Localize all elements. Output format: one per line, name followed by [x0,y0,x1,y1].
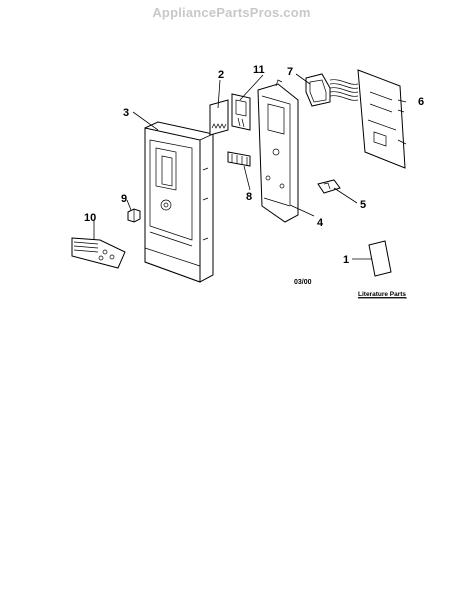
callout-8: 8 [246,191,252,203]
callout-1: 1 [343,254,349,266]
part-1-literature[interactable] [368,240,392,277]
callout-3: 3 [123,107,129,119]
part-5-clip[interactable] [317,179,341,194]
callout-9: 9 [121,193,127,205]
watermark: AppliancePartsPros.com [152,5,311,20]
part-2-membrane[interactable] [209,99,229,136]
part-3-control-panel[interactable] [144,121,214,283]
part-8-connector[interactable] [227,151,251,167]
callout-6: 6 [418,96,424,108]
part-9-knob[interactable] [127,208,141,223]
callout-2: 2 [218,69,224,81]
callout-7: 7 [287,66,293,78]
callout-11: 11 [253,64,265,76]
callout-4: 4 [317,217,324,229]
part-10-strip[interactable] [71,237,126,269]
callout-5: 5 [360,199,366,211]
part-7-frame[interactable] [305,73,331,107]
callout-10: 10 [84,212,96,224]
date-code: 03/00 [294,279,312,286]
leader-lines [93,73,407,260]
part-6-circuit-board[interactable] [329,69,407,169]
part-4-backing-plate[interactable] [257,79,299,223]
part-11-bracket[interactable] [231,93,251,131]
literature-parts-label: Literature Parts [358,291,406,298]
